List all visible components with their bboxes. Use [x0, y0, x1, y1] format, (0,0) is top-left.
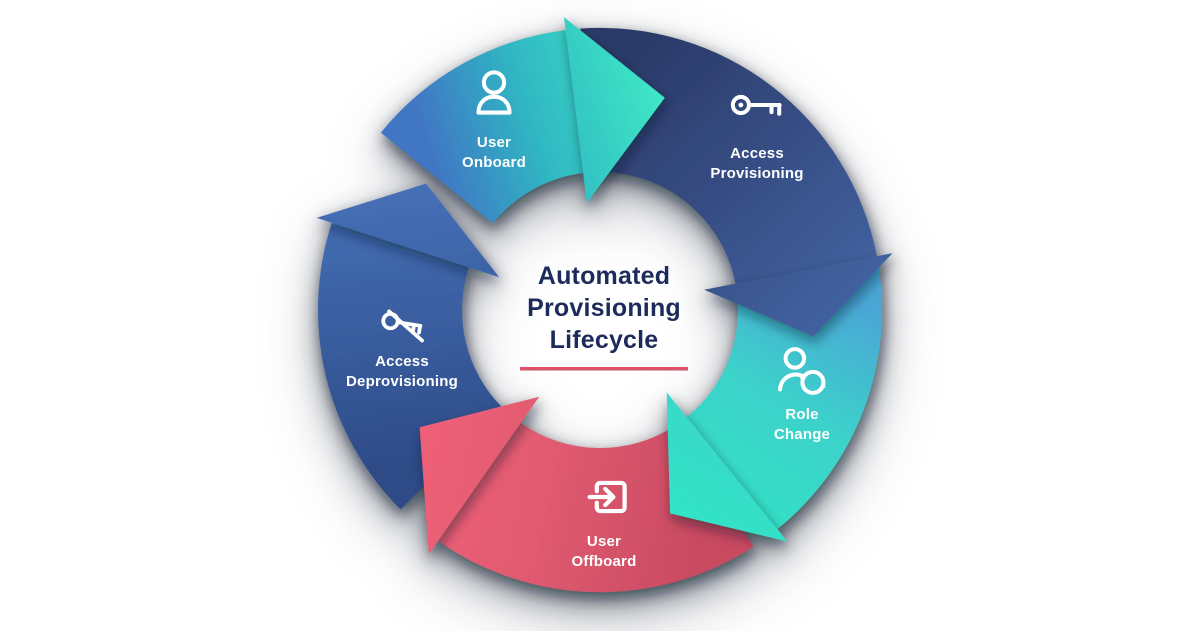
segment-user-onboard-band	[380, 30, 584, 224]
segment-role-change-band	[686, 261, 882, 530]
segment-user-onboard-arrowhead	[564, 17, 665, 203]
segment-role-change-arrowhead	[666, 392, 788, 542]
segment-user-offboard-arrowhead	[419, 396, 540, 555]
segment-access-provisioning-arrowhead	[704, 253, 893, 337]
segment-access-deprovisioning-arrowhead	[316, 183, 500, 278]
